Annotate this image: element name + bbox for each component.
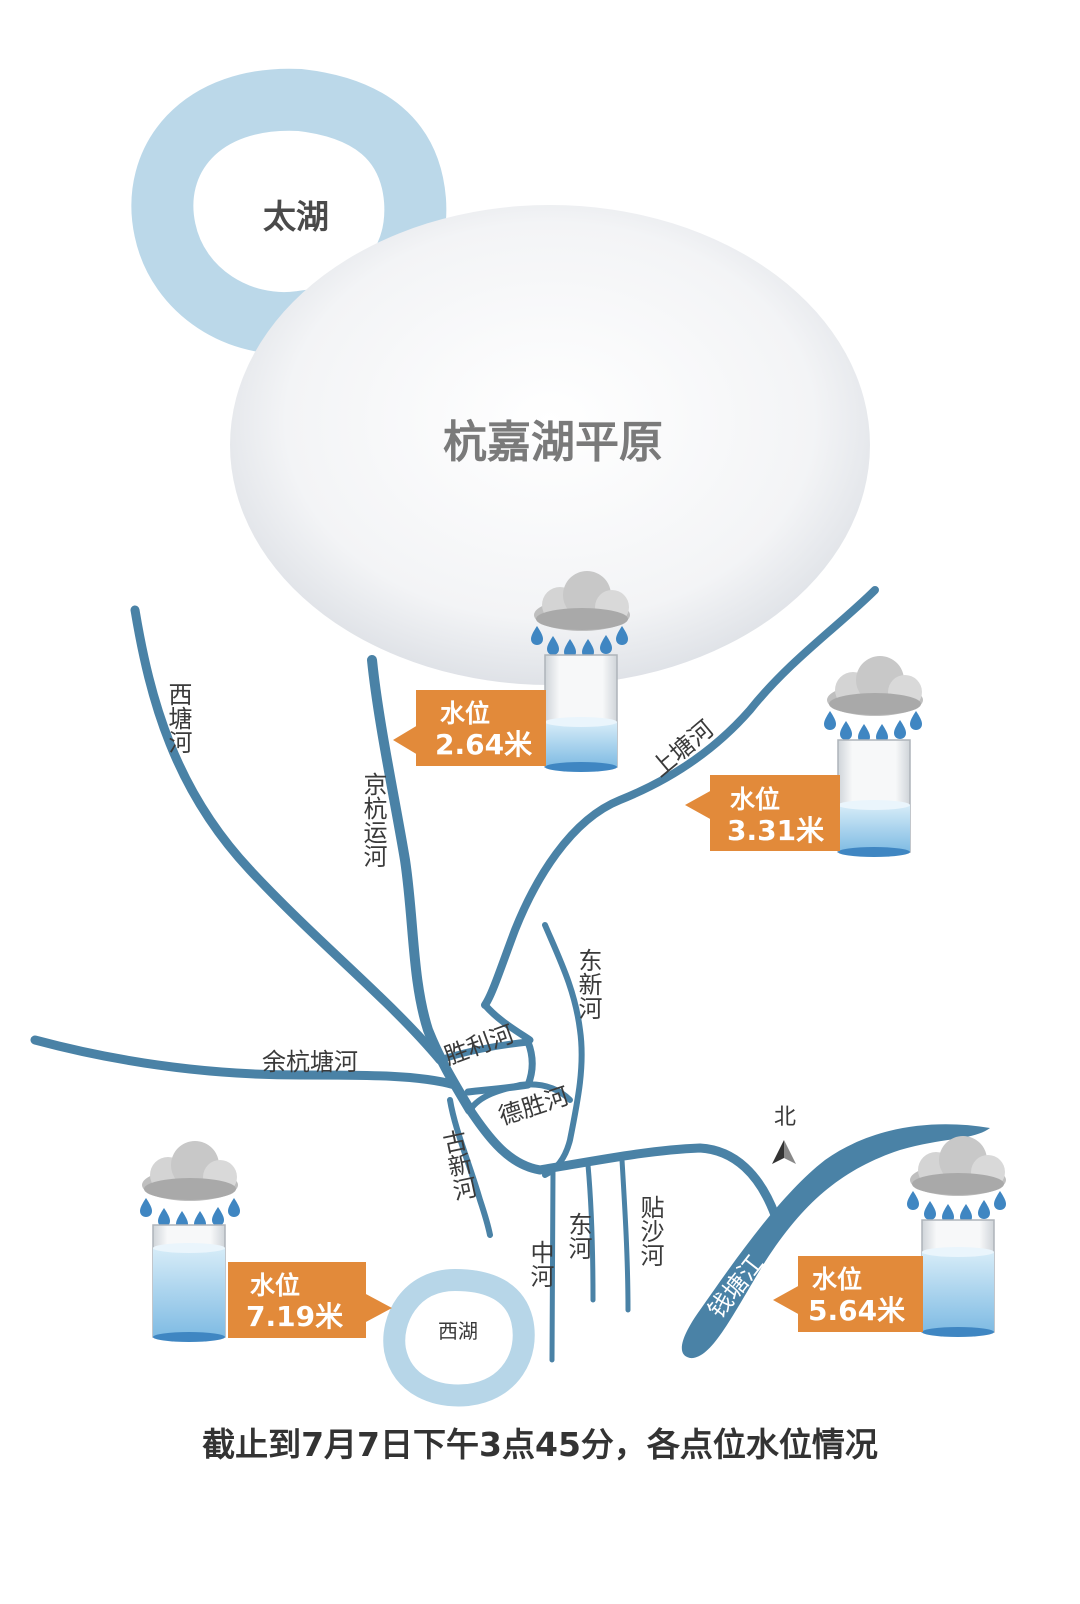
guxin-label: 古新河 <box>436 1127 478 1203</box>
dongxin-river <box>542 922 585 1178</box>
shangtang-river <box>481 586 879 1009</box>
river-network <box>30 586 879 1363</box>
gauge-jinghang-value: 2.64米 <box>435 728 532 761</box>
xihu-lake: 西湖 <box>383 1268 535 1407</box>
hangjiahu-plain: 杭嘉湖平原 <box>230 205 870 685</box>
shengli-label: 胜利河 <box>440 1020 517 1071</box>
gauge-qiantang-label: 水位 <box>812 1265 862 1294</box>
gauge-xihu: 水位 7.19米 <box>140 1141 392 1342</box>
zhong-label: 中河 <box>526 1240 554 1288</box>
tiesha-river <box>619 1157 631 1313</box>
plain-label: 杭嘉湖平原 <box>443 417 663 468</box>
gauge-jinghang: 水位 2.64米 <box>393 571 630 772</box>
jinghang-label: 京杭运河 <box>359 772 387 868</box>
dong-river <box>585 1162 596 1303</box>
dong-label: 东河 <box>564 1212 592 1260</box>
desheng-river <box>467 1081 573 1113</box>
yuhangtang-river <box>30 1035 460 1090</box>
gauge-xihu-value: 7.19米 <box>246 1300 343 1333</box>
north-label: 北 <box>774 1105 796 1130</box>
dongxin-label: 东新河 <box>574 948 602 1020</box>
gauge-qiantang-value: 5.64米 <box>808 1294 905 1327</box>
zhong-river <box>549 1167 556 1363</box>
tiesha-label: 贴沙河 <box>636 1195 664 1267</box>
gauge-shangtang-label: 水位 <box>730 785 780 814</box>
yuhangtang-label: 余杭塘河 <box>262 1048 358 1076</box>
qiantang-river <box>681 1124 990 1359</box>
gauge-qiantang: 水位 5.64米 <box>773 1136 1006 1337</box>
gauge-xihu-label: 水位 <box>250 1271 300 1300</box>
gauge-jinghang-label: 水位 <box>440 699 490 728</box>
gauge-shangtang: 水位 3.31米 <box>685 656 923 857</box>
north-arrow: 北 <box>772 1105 796 1164</box>
gauge-shangtang-value: 3.31米 <box>727 814 824 847</box>
main-channel <box>465 1105 780 1220</box>
caption: 截止到7月7日下午3点45分，各点位水位情况 <box>202 1425 878 1464</box>
xitang-label: 西塘河 <box>164 682 192 754</box>
taihu-label: 太湖 <box>263 197 329 236</box>
xitang-river <box>130 605 445 1065</box>
xihu-label: 西湖 <box>438 1319 478 1343</box>
guxin-river <box>447 1097 493 1238</box>
river-labels: 西塘河 京杭运河 东新河 古新河 中河 东河 贴沙河 余杭塘河 胜利河 德胜河 … <box>164 682 769 1324</box>
